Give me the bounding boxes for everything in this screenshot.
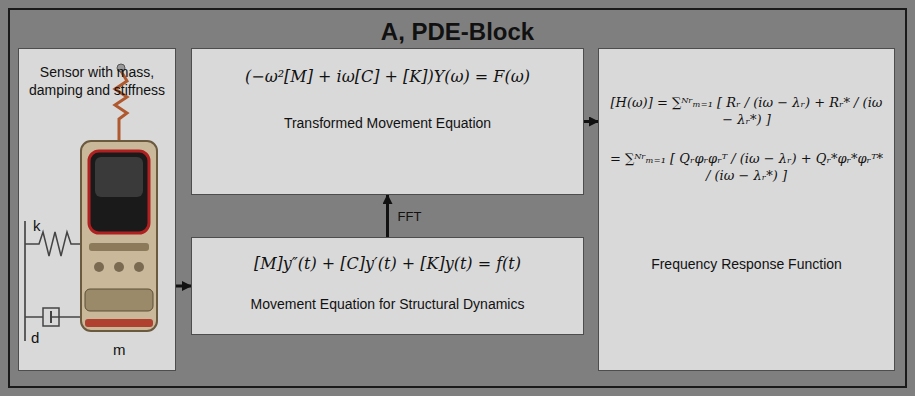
- outer-panel: A, PDE-BlockSensor with mass, damping an…: [8, 8, 907, 388]
- symbol-label: d: [31, 329, 39, 346]
- sensor-box: Sensor with mass, damping and stiffness k…: [18, 48, 176, 371]
- symbol-label: k: [33, 217, 41, 234]
- box-label: Sensor with mass, damping and stiffness: [25, 63, 169, 99]
- equation-text: = ∑ᴺʳₘ₌₁ [ Qᵣφᵣφᵣᵀ / (iω − λᵣ) + Qᵣ*φᵣ*φ…: [607, 151, 886, 185]
- symbol-label: m: [113, 341, 126, 358]
- edge-label: FFT: [396, 209, 424, 224]
- equation-box: [M]y″(t) + [C]y′(t) + [K]y(t) = f(t) Move…: [191, 237, 584, 335]
- equation-text: (−ω²[M] + iω[C] + [K])Y(ω) = F(ω): [245, 67, 530, 88]
- panel-title: A, PDE-Block: [381, 16, 534, 47]
- arrow-connector: [176, 285, 191, 288]
- box-label: Frequency Response Function: [651, 255, 842, 273]
- box-label: Transformed Movement Equation: [284, 114, 491, 132]
- equation-box: (−ω²[M] + iω[C] + [K])Y(ω) = F(ω) Transfo…: [191, 48, 584, 195]
- arrow-connector: [584, 120, 598, 123]
- arrow-connector: [386, 195, 389, 237]
- equation-text: [M]y″(t) + [C]y′(t) + [K]y(t) = f(t): [254, 254, 521, 275]
- frf-box: [H(ω)] = ∑ᴺʳₘ₌₁ [ Rᵣ / (iω − λᵣ) + Rᵣ* /…: [598, 48, 895, 371]
- box-label: Movement Equation for Structural Dynamic…: [251, 295, 525, 313]
- equation-text: [H(ω)] = ∑ᴺʳₘ₌₁ [ Rᵣ / (iω − λᵣ) + Rᵣ* /…: [607, 95, 886, 129]
